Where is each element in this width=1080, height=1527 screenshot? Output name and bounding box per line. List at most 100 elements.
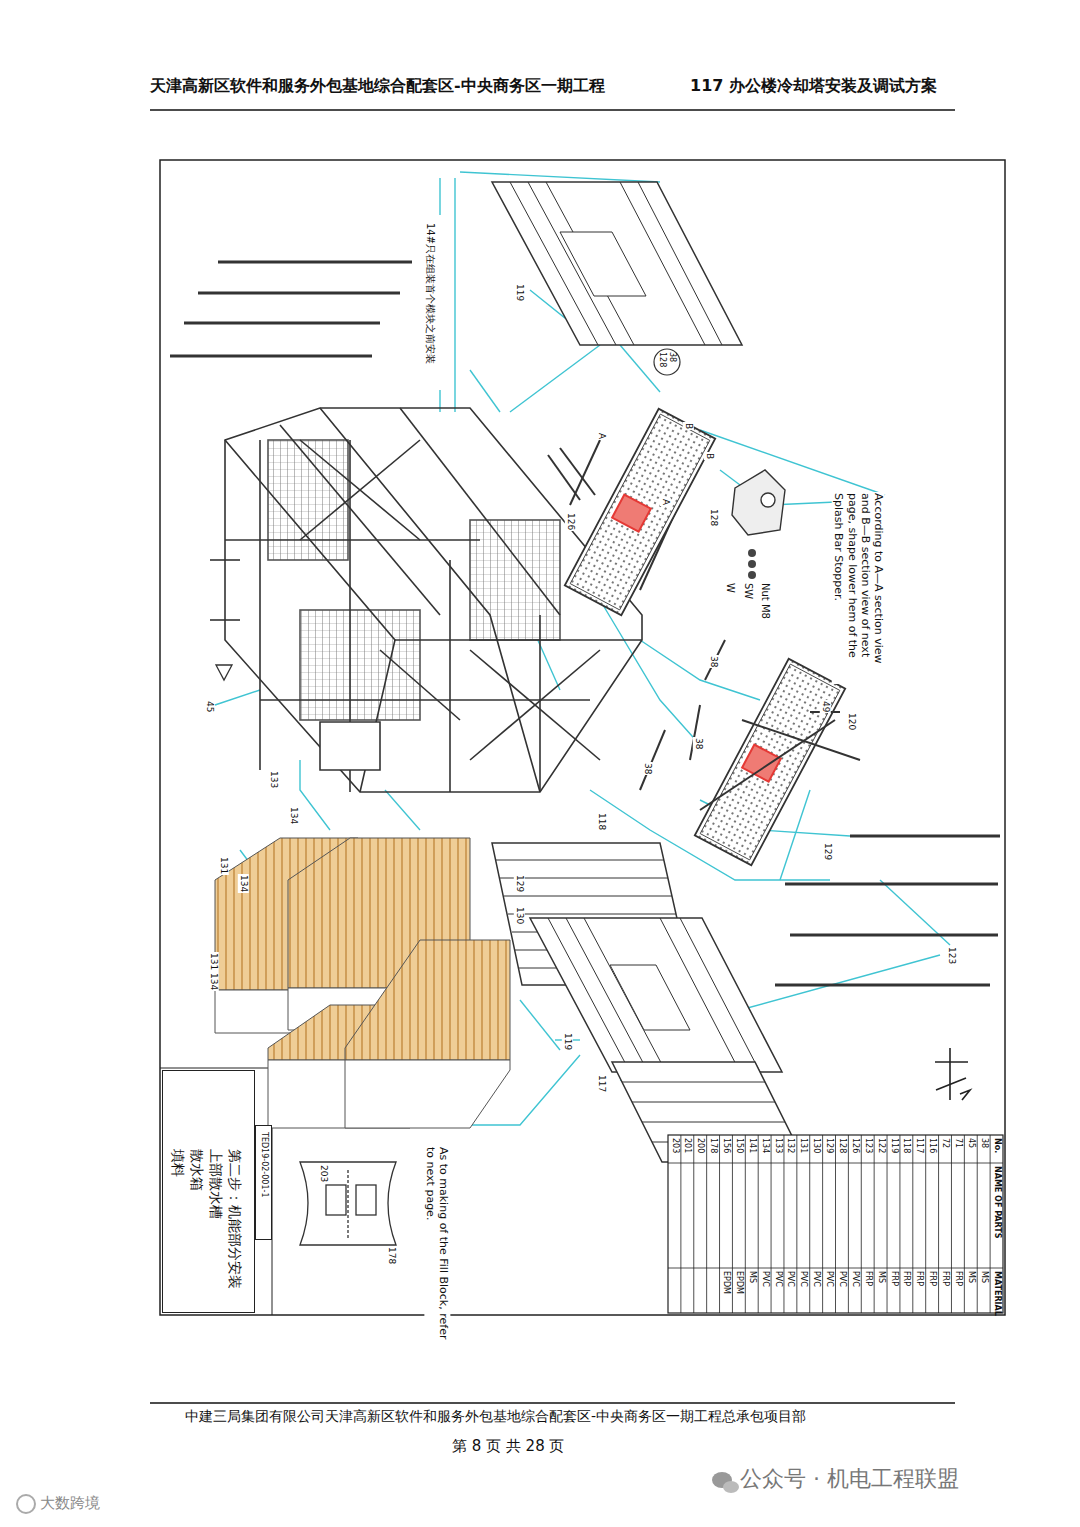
part-number: 71 xyxy=(953,1138,963,1148)
material-code: PVC xyxy=(850,1271,860,1287)
part-number: 150 xyxy=(734,1138,744,1153)
annotation-note: As to making of the Fill Block, refer to… xyxy=(424,1146,450,1348)
part-number: 128 xyxy=(837,1138,847,1153)
callout-number: 120 xyxy=(846,712,857,731)
table-rule xyxy=(693,1135,694,1313)
callout-number: 131 xyxy=(218,856,229,875)
part-number: 201 xyxy=(682,1138,692,1153)
material-code: FRP xyxy=(914,1271,924,1286)
callout-number: 38 xyxy=(642,762,653,775)
fill-block xyxy=(215,838,510,1128)
annotation-note: According to A—A section view and B—B se… xyxy=(832,492,885,684)
callout-number: 134 xyxy=(288,806,299,825)
table-rule xyxy=(809,1135,810,1313)
material-code: MS xyxy=(876,1271,886,1283)
part-number: 130 xyxy=(811,1138,821,1153)
part-number: 117 xyxy=(914,1138,924,1153)
material-code: PVC xyxy=(760,1271,770,1287)
callout-number: 38 xyxy=(693,737,704,750)
table-rule xyxy=(796,1135,797,1313)
part-number: 200 xyxy=(695,1138,705,1153)
header-rule xyxy=(150,109,955,111)
material-code: FRP xyxy=(953,1271,963,1286)
watermark-icon xyxy=(17,1495,35,1513)
material-code: EPDM xyxy=(721,1271,731,1294)
part-number: 116 xyxy=(927,1138,937,1153)
fastener-label: SW xyxy=(742,582,754,600)
table-rule xyxy=(938,1135,939,1313)
callout-number: 49 xyxy=(820,700,831,713)
table-rule xyxy=(964,1135,965,1313)
note-text: 第二步：机能部分安装 xyxy=(225,1149,244,1289)
side-panel xyxy=(492,843,805,1162)
bracket-part xyxy=(216,665,232,680)
splash-bar xyxy=(700,720,835,810)
material-code: FRP xyxy=(927,1271,937,1286)
table-rule xyxy=(912,1135,913,1313)
text-column-group: 第二步：机能部分安装上部散水槽散水箱填料 xyxy=(168,1149,244,1289)
header-text: 117 办公楼冷却塔安装及调试方案 xyxy=(690,76,937,95)
table-rule xyxy=(835,1135,836,1313)
callout-number: 131 134 xyxy=(208,952,219,991)
callout-number: 130 xyxy=(514,906,525,925)
callout-number: 119 xyxy=(514,283,525,302)
bolt-part xyxy=(640,640,840,790)
note-box: 第二步：机能部分安装上部散水槽散水箱填料 xyxy=(162,1070,255,1313)
table-rule xyxy=(668,1268,1003,1269)
part-number: 38 xyxy=(979,1138,989,1148)
parts-table-grid xyxy=(668,1135,1003,1313)
fastener xyxy=(748,549,756,579)
footer-rule xyxy=(150,1402,955,1404)
header-text: 天津高新区软件和服务外包基地综合配套区-中央商务区一期工程 xyxy=(150,76,605,95)
table-rule xyxy=(822,1135,823,1313)
table-rule xyxy=(874,1135,875,1313)
callout-number: 126 xyxy=(565,512,576,531)
part-number: 156 xyxy=(721,1138,731,1153)
annotation-note: 14#只在组装首个模块之前安装 xyxy=(424,222,436,365)
callout-number: 38 xyxy=(667,352,677,362)
table-rule xyxy=(680,1135,681,1313)
callout-number: 129 xyxy=(822,842,833,861)
note-text: TED19-02-001-1 xyxy=(258,1132,269,1197)
callout-number: 178 xyxy=(386,1246,397,1265)
table-header: No. xyxy=(992,1138,1002,1153)
gasket-part xyxy=(300,1162,396,1245)
part-number: 122 xyxy=(876,1138,886,1153)
table-rule xyxy=(758,1135,759,1313)
table-rule xyxy=(719,1135,720,1313)
page-number: 第 8 页 共 28 页 xyxy=(452,1437,564,1455)
material-code: MS xyxy=(966,1271,976,1283)
table-header: MATERIAL xyxy=(992,1271,1002,1316)
table-rule xyxy=(783,1135,784,1313)
table-rule xyxy=(977,1135,978,1313)
part-number: 203 xyxy=(670,1138,680,1153)
part-number: 72 xyxy=(940,1138,950,1148)
table-rule xyxy=(887,1135,888,1313)
fastener-label: Nut M8 xyxy=(759,582,771,620)
table-rule xyxy=(899,1135,900,1313)
orientation-symbol xyxy=(935,1048,970,1100)
material-code: EPDM xyxy=(734,1271,744,1294)
part-number: 123 xyxy=(863,1138,873,1153)
material-code: PVC xyxy=(773,1271,783,1287)
table-rule xyxy=(771,1135,772,1313)
callout-number: 133 xyxy=(268,770,279,789)
material-code: FRP xyxy=(901,1271,911,1286)
material-code: FRP xyxy=(940,1271,950,1286)
table-rule xyxy=(951,1135,952,1313)
leader-lines xyxy=(215,172,950,1125)
callout-number: 128 xyxy=(657,352,667,367)
section-mark: A xyxy=(660,498,671,506)
part-number: 129 xyxy=(824,1138,834,1153)
material-code: PVC xyxy=(837,1271,847,1287)
section-mark: B xyxy=(683,422,694,430)
wechat-icon xyxy=(712,1472,739,1493)
part-number: 134 xyxy=(760,1138,770,1153)
part-number: 131 xyxy=(798,1138,808,1153)
table-rule xyxy=(732,1135,733,1313)
part-number: 178 xyxy=(708,1138,718,1153)
table-rule xyxy=(668,1163,1003,1164)
callout-number: 118 xyxy=(596,812,607,831)
note-text: 上部散水槽 xyxy=(206,1149,225,1289)
